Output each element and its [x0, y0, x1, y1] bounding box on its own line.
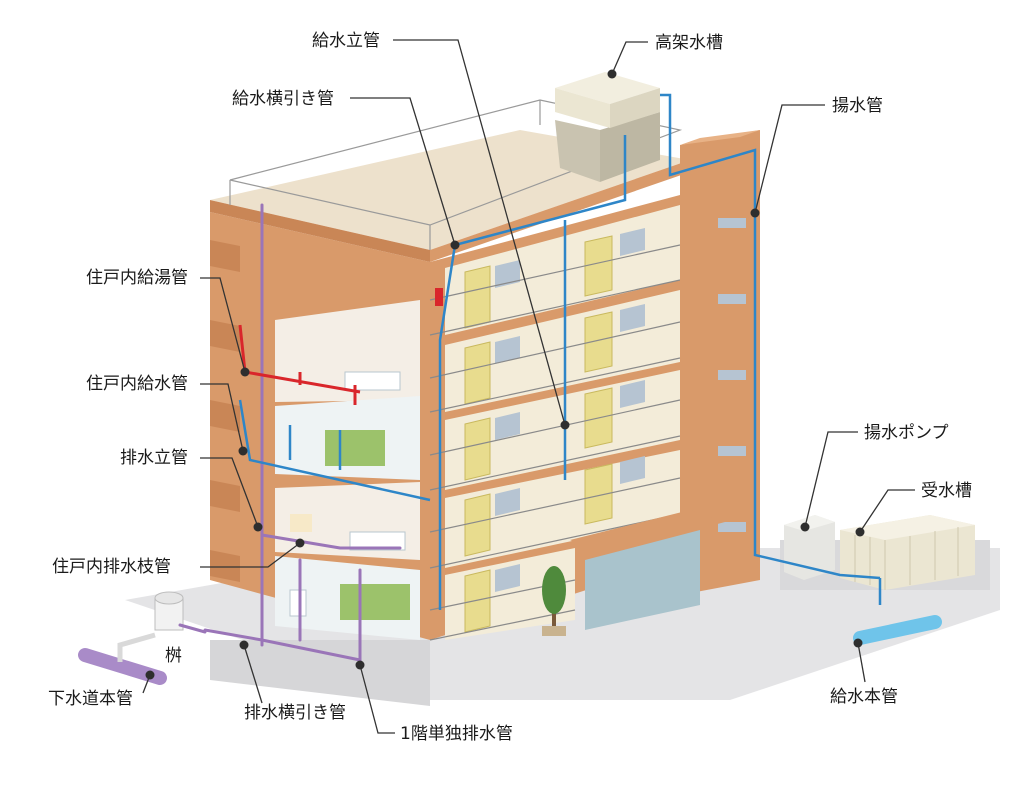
label-drain-riser: 排水立管	[120, 448, 188, 468]
label-elevated-tank: 高架水槽	[655, 33, 723, 53]
label-pumping-pipe: 揚水管	[832, 96, 883, 116]
sewer-riser	[120, 635, 155, 662]
label-water-main: 給水本管	[830, 687, 898, 707]
label-drain-horizontal: 排水横引き管	[244, 703, 346, 723]
label-unit-water-supply: 住戸内給水管	[86, 374, 188, 394]
label-pumping-pump: 揚水ポンプ	[864, 423, 949, 443]
label-supply-horizontal: 給水横引き管	[232, 89, 334, 109]
label-supply-riser: 給水立管	[312, 31, 380, 51]
label-receiving-tank: 受水槽	[921, 481, 972, 501]
pump-unit	[784, 515, 835, 580]
basement-slab	[210, 640, 430, 706]
label-first-floor-drain: 1階単独排水管	[400, 724, 513, 744]
label-unit-hot-water: 住戸内給湯管	[86, 268, 188, 288]
label-unit-drain-branch: 住戸内排水枝管	[52, 557, 171, 577]
elevated-tank	[555, 72, 660, 182]
label-sewer-main: 下水道本管	[48, 689, 133, 709]
label-catch-basin: 桝	[165, 646, 182, 666]
